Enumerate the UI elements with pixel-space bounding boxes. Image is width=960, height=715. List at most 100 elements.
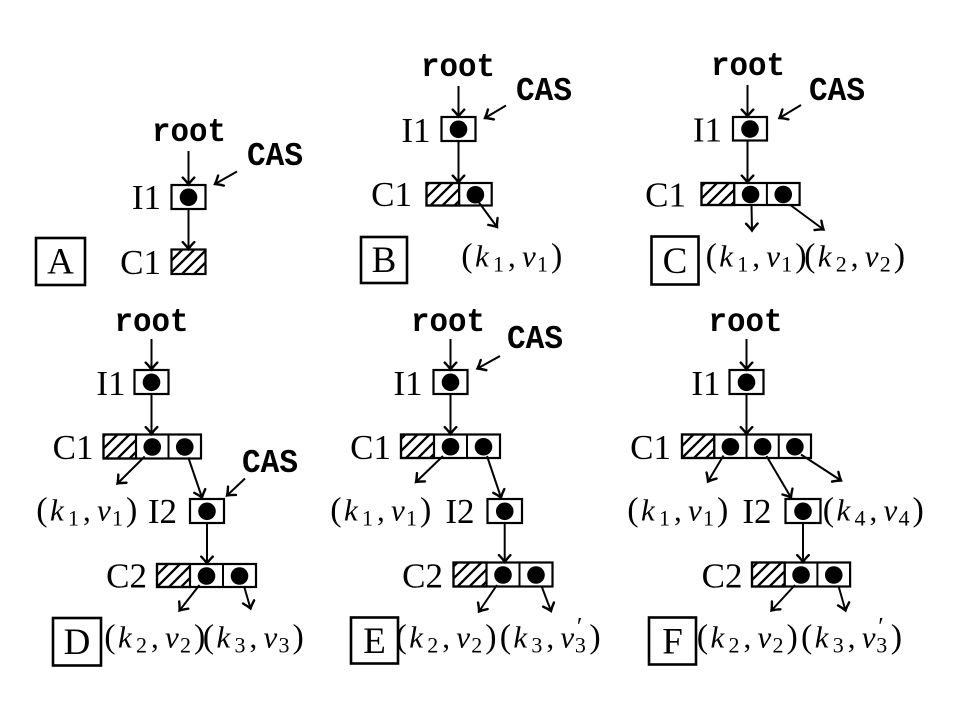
svg-text:2: 2 bbox=[880, 252, 891, 277]
svg-text:1: 1 bbox=[537, 252, 548, 277]
svg-text:k: k bbox=[409, 620, 424, 655]
svg-text:1: 1 bbox=[362, 506, 373, 531]
svg-text:,: , bbox=[546, 620, 554, 655]
svg-text:I1: I1 bbox=[401, 111, 430, 150]
svg-text:2: 2 bbox=[773, 633, 784, 658]
svg-text:v: v bbox=[862, 620, 876, 655]
svg-text:root: root bbox=[421, 49, 495, 86]
svg-text:CAS: CAS bbox=[809, 73, 865, 110]
svg-text:v: v bbox=[766, 239, 780, 274]
svg-text:CAS: CAS bbox=[242, 445, 298, 482]
svg-text:I1: I1 bbox=[132, 178, 161, 217]
svg-text:root: root bbox=[152, 114, 226, 151]
svg-text:k: k bbox=[475, 239, 490, 274]
svg-text:k: k bbox=[50, 493, 65, 528]
svg-text:I1: I1 bbox=[96, 364, 125, 403]
svg-text:C: C bbox=[663, 241, 688, 282]
svg-text:k: k bbox=[217, 620, 232, 655]
svg-text:D: D bbox=[64, 622, 91, 663]
svg-text:): ) bbox=[194, 619, 205, 656]
svg-text:3: 3 bbox=[575, 633, 586, 658]
svg-text:): ) bbox=[894, 238, 905, 275]
svg-text:2: 2 bbox=[427, 633, 438, 658]
svg-text:E: E bbox=[363, 621, 386, 662]
svg-text:(: ( bbox=[627, 492, 638, 529]
svg-text:′: ′ bbox=[878, 614, 883, 641]
svg-text:′: ′ bbox=[577, 614, 582, 641]
svg-text:k: k bbox=[719, 239, 734, 274]
svg-text:(: ( bbox=[461, 238, 472, 275]
svg-text:): ) bbox=[126, 492, 137, 529]
svg-text:): ) bbox=[787, 619, 798, 656]
svg-text:(: ( bbox=[500, 619, 511, 656]
svg-text:C1: C1 bbox=[53, 428, 94, 467]
svg-text:k: k bbox=[837, 493, 852, 528]
svg-text:v: v bbox=[688, 493, 702, 528]
svg-text:k: k bbox=[711, 620, 726, 655]
svg-text:,: , bbox=[851, 239, 859, 274]
svg-text:F: F bbox=[662, 622, 683, 663]
svg-text:1: 1 bbox=[781, 252, 792, 277]
svg-text:C1: C1 bbox=[645, 176, 686, 215]
svg-text:A: A bbox=[47, 242, 74, 283]
svg-text:k: k bbox=[818, 239, 833, 274]
svg-text:CAS: CAS bbox=[507, 321, 563, 358]
svg-text:): ) bbox=[795, 238, 806, 275]
svg-text:,: , bbox=[870, 493, 878, 528]
svg-text:(: ( bbox=[697, 619, 708, 656]
svg-text:CAS: CAS bbox=[516, 73, 572, 110]
svg-text:I2: I2 bbox=[445, 492, 474, 531]
svg-text:3: 3 bbox=[235, 633, 246, 658]
svg-text:): ) bbox=[293, 619, 304, 656]
svg-text:k: k bbox=[513, 620, 528, 655]
svg-text:2: 2 bbox=[836, 252, 847, 277]
svg-text:3: 3 bbox=[531, 633, 542, 658]
svg-text:(: ( bbox=[330, 492, 341, 529]
svg-text:k: k bbox=[815, 620, 830, 655]
svg-text:v: v bbox=[456, 620, 470, 655]
svg-text:): ) bbox=[717, 492, 728, 529]
svg-text:C1: C1 bbox=[350, 428, 391, 467]
svg-text:,: , bbox=[508, 239, 516, 274]
svg-text:v: v bbox=[97, 493, 111, 528]
svg-text:3: 3 bbox=[876, 633, 887, 658]
svg-text:3: 3 bbox=[279, 633, 290, 658]
svg-text:I2: I2 bbox=[148, 492, 177, 531]
svg-text:(: ( bbox=[804, 238, 815, 275]
svg-text:root: root bbox=[709, 304, 783, 341]
svg-text:,: , bbox=[377, 493, 385, 528]
svg-text:1: 1 bbox=[659, 506, 670, 531]
svg-text:C2: C2 bbox=[702, 557, 743, 596]
svg-text:root: root bbox=[711, 48, 785, 85]
svg-text:,: , bbox=[83, 493, 91, 528]
svg-text:C1: C1 bbox=[630, 428, 671, 467]
svg-text:(: ( bbox=[823, 492, 834, 529]
svg-text:,: , bbox=[752, 239, 760, 274]
svg-text:): ) bbox=[589, 619, 600, 656]
svg-text:(: ( bbox=[396, 619, 407, 656]
svg-text:v: v bbox=[522, 239, 536, 274]
svg-text:(: ( bbox=[36, 492, 47, 529]
svg-text:1: 1 bbox=[737, 252, 748, 277]
svg-text:CAS: CAS bbox=[247, 138, 303, 175]
svg-text:v: v bbox=[758, 620, 772, 655]
svg-text:4: 4 bbox=[899, 506, 910, 531]
svg-text:,: , bbox=[744, 620, 752, 655]
svg-text:(: ( bbox=[801, 619, 812, 656]
svg-text:,: , bbox=[848, 620, 856, 655]
svg-text:(: ( bbox=[706, 238, 717, 275]
svg-text:v: v bbox=[884, 493, 898, 528]
svg-text:v: v bbox=[560, 620, 574, 655]
svg-text:v: v bbox=[165, 620, 179, 655]
svg-text:): ) bbox=[891, 619, 902, 656]
svg-text:C1: C1 bbox=[371, 175, 412, 214]
svg-text:,: , bbox=[674, 493, 682, 528]
svg-text:1: 1 bbox=[493, 252, 504, 277]
svg-text:k: k bbox=[344, 493, 359, 528]
svg-text:1: 1 bbox=[112, 506, 123, 531]
svg-text:1: 1 bbox=[406, 506, 417, 531]
svg-text:root: root bbox=[411, 304, 485, 341]
svg-text:2: 2 bbox=[180, 633, 191, 658]
svg-text:root: root bbox=[115, 304, 189, 341]
svg-text:I1: I1 bbox=[393, 364, 422, 403]
